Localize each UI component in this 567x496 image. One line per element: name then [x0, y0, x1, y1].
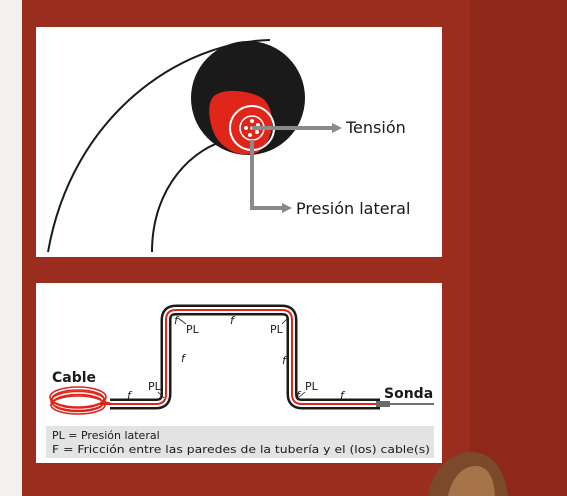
probe-body [376, 401, 390, 407]
f-mark: f [296, 389, 302, 402]
bottom-panel: Cable Sonda PL PL PL PL f f f f f f f P [36, 283, 442, 463]
pl-mark: PL [305, 380, 319, 393]
f-mark: f [230, 314, 236, 327]
decorative-shape-highlight [448, 466, 495, 496]
f-mark: f [127, 389, 133, 402]
probe-label: Sonda [384, 386, 433, 402]
legend-line-2: F = Fricción entre las paredes de la tub… [52, 443, 430, 456]
cable-in-pipe [100, 309, 378, 405]
cable-label: Cable [52, 370, 96, 386]
lateral-pressure-arrow [250, 140, 292, 213]
pl-mark: PL [270, 323, 284, 336]
cable-lead [103, 401, 113, 405]
f-mark: f [174, 314, 180, 327]
legend-line-1: PL = Presión lateral [52, 429, 160, 442]
red-background-shade [470, 0, 567, 496]
cable-coil [49, 386, 107, 415]
lateral-pressure-label: Presión lateral [296, 199, 410, 218]
top-panel: Tensión Presión lateral [36, 27, 442, 257]
legend-box [46, 426, 434, 458]
pl-marks: PL PL PL PL [148, 317, 319, 399]
pl-mark: PL [148, 380, 162, 393]
f-mark: f [181, 352, 187, 365]
f-marks: f f f f f f f [127, 314, 346, 402]
f-mark: f [282, 354, 288, 367]
f-mark: f [340, 389, 346, 402]
tension-label: Tensión [345, 118, 406, 137]
pl-mark: PL [186, 323, 200, 336]
